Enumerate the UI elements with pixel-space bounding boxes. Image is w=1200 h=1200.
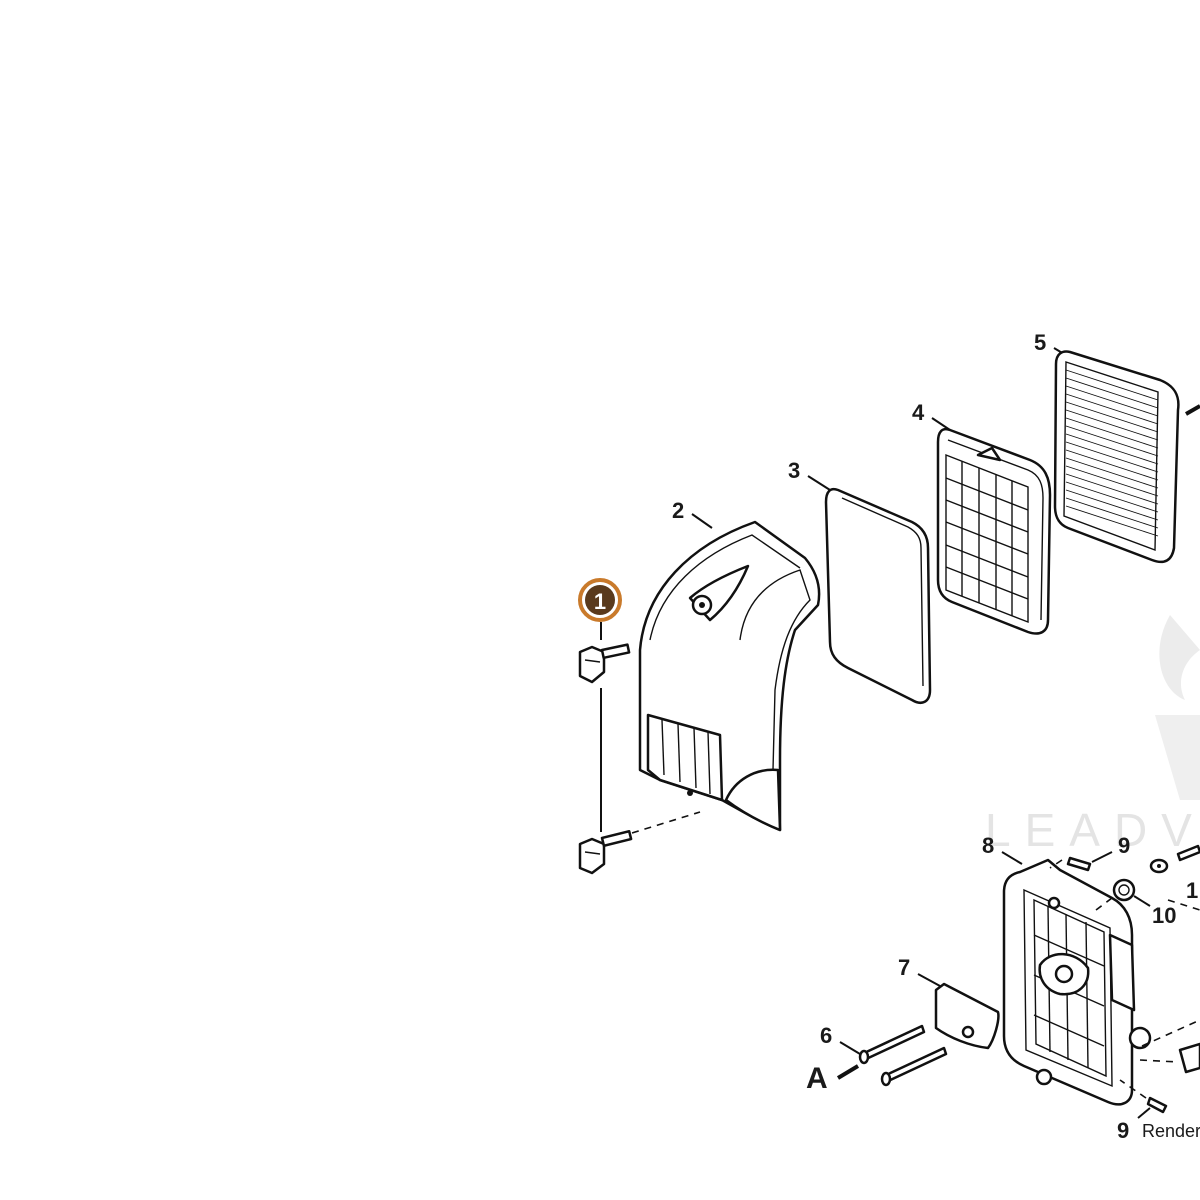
main-filter-frame <box>1053 350 1180 564</box>
callout-1-label: 1 <box>594 589 606 614</box>
render-credit: Render <box>1142 1121 1200 1141</box>
view-marker-arrow <box>836 1064 860 1080</box>
leader-line <box>917 973 941 987</box>
watermark-text: LEADVE <box>985 804 1200 856</box>
callout-9b-label: 9 <box>1117 1118 1129 1143</box>
grommet <box>1112 878 1136 902</box>
leader-line <box>807 475 831 491</box>
part-6-long-bolts[interactable]: 6 <box>820 1023 948 1087</box>
cover-vents <box>646 713 724 802</box>
callout-11-label: 1 <box>1186 878 1198 903</box>
view-marker-a: A <box>806 1062 860 1095</box>
assembly-dash <box>631 811 701 834</box>
watermark-logo-icon <box>1155 715 1200 800</box>
callout-8-label: 8 <box>982 833 994 858</box>
bracket-plate <box>934 982 1000 1050</box>
callout-2-label: 2 <box>672 498 684 523</box>
offscreen-arrow <box>1185 404 1200 416</box>
callout-4-label: 4 <box>912 400 925 425</box>
filter-grid-cells <box>945 453 1029 624</box>
prefilter-pad <box>824 487 932 704</box>
leader-line <box>1091 851 1113 863</box>
screw-top <box>578 643 631 684</box>
part-9-screw-top[interactable]: 9 <box>1049 833 1130 872</box>
bolt-upper <box>860 1024 926 1062</box>
plug <box>1178 1042 1200 1074</box>
watermark: LEADVE <box>985 615 1200 856</box>
screw-bottom <box>578 829 633 875</box>
main-filter-pleats <box>1065 369 1159 537</box>
leader-line <box>691 513 713 529</box>
part-11-washer-bolt[interactable]: 1 <box>1139 844 1200 1074</box>
part-9-screw-bottom[interactable]: 9 Render <box>1117 1079 1200 1143</box>
callout-3-label: 3 <box>788 458 800 483</box>
bolt-lower <box>882 1046 948 1084</box>
callout-5-label: 5 <box>1034 330 1046 355</box>
part-7-bracket[interactable]: 7 <box>898 955 1000 1050</box>
part-10-grommet[interactable]: 10 <box>1095 878 1176 928</box>
leader-line <box>1001 851 1023 865</box>
leader-line <box>839 1041 861 1055</box>
part-2-filter-cover[interactable]: 2 <box>638 498 821 832</box>
callout-9a-label: 9 <box>1118 833 1130 858</box>
part-8-base-housing[interactable]: 8 <box>982 833 1152 1106</box>
filter-grid-frame <box>936 427 1052 635</box>
callout-1-highlight-ring <box>578 578 622 622</box>
cover-shell <box>638 520 821 832</box>
leader-line <box>1137 1107 1151 1119</box>
part-5-main-filter[interactable]: 5 <box>1034 330 1200 564</box>
bolt <box>1176 844 1200 862</box>
part-4-filter-grid[interactable]: 4 <box>912 400 1052 635</box>
callout-1-highlight-disc <box>585 585 615 615</box>
watermark-flame-icon <box>1159 615 1200 700</box>
callout-10-label: 10 <box>1152 903 1176 928</box>
part-3-prefilter-pad[interactable]: 3 <box>788 458 932 704</box>
callout-6-label: 6 <box>820 1023 832 1048</box>
part-1-screw-assembly[interactable]: 1 <box>578 578 701 875</box>
leader-line <box>1133 895 1151 907</box>
callout-7-label: 7 <box>898 955 910 980</box>
view-marker-a-label: A <box>806 1062 828 1095</box>
